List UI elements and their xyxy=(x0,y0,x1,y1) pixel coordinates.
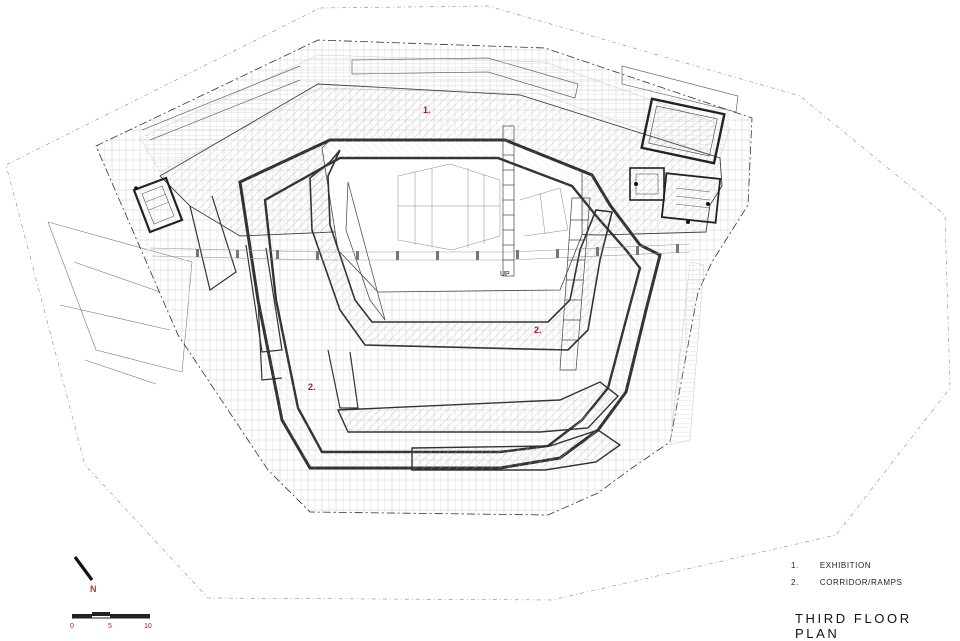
ne-core-lower xyxy=(629,167,722,224)
west-walls xyxy=(189,195,359,409)
east-stair xyxy=(559,197,591,371)
void-structure xyxy=(397,163,569,251)
inner-ramp xyxy=(309,149,613,351)
plan-title: THIRD FLOOR PLAN xyxy=(795,611,912,641)
lower-ramp xyxy=(336,381,620,433)
label-corridor-inner: 2. xyxy=(534,325,542,335)
site-boundary xyxy=(5,5,951,601)
scale-tick-5: 5 xyxy=(108,623,112,630)
central-stair xyxy=(502,125,515,277)
west-core xyxy=(132,176,184,234)
roof-fins-east xyxy=(669,261,705,446)
north-arrow: N xyxy=(73,556,97,594)
scale-bar: 0 5 10 xyxy=(70,612,152,630)
label-stair-up: UP xyxy=(500,271,510,278)
south-ramp xyxy=(411,429,622,471)
ne-core-upper xyxy=(640,97,726,165)
legend-number: 1. xyxy=(791,561,799,570)
label-corridor-outer: 2. xyxy=(308,382,316,392)
scale-tick-10: 10 xyxy=(144,623,152,630)
legend-item-exhibition: 1. EXHIBITION xyxy=(791,561,871,570)
legend-label: EXHIBITION xyxy=(819,561,872,570)
scale-tick-0: 0 xyxy=(70,623,74,630)
outer-corridor xyxy=(238,138,662,470)
columns xyxy=(196,244,679,260)
north-rails xyxy=(141,57,739,141)
legend-number: 2. xyxy=(791,578,799,587)
legend-label: CORRIDOR/RAMPS xyxy=(819,578,903,587)
legend-item-corridor-ramps: 2. CORRIDOR/RAMPS xyxy=(791,578,902,587)
label-exhibition: 1. xyxy=(423,105,431,115)
north-arrow-label: N xyxy=(90,584,97,594)
